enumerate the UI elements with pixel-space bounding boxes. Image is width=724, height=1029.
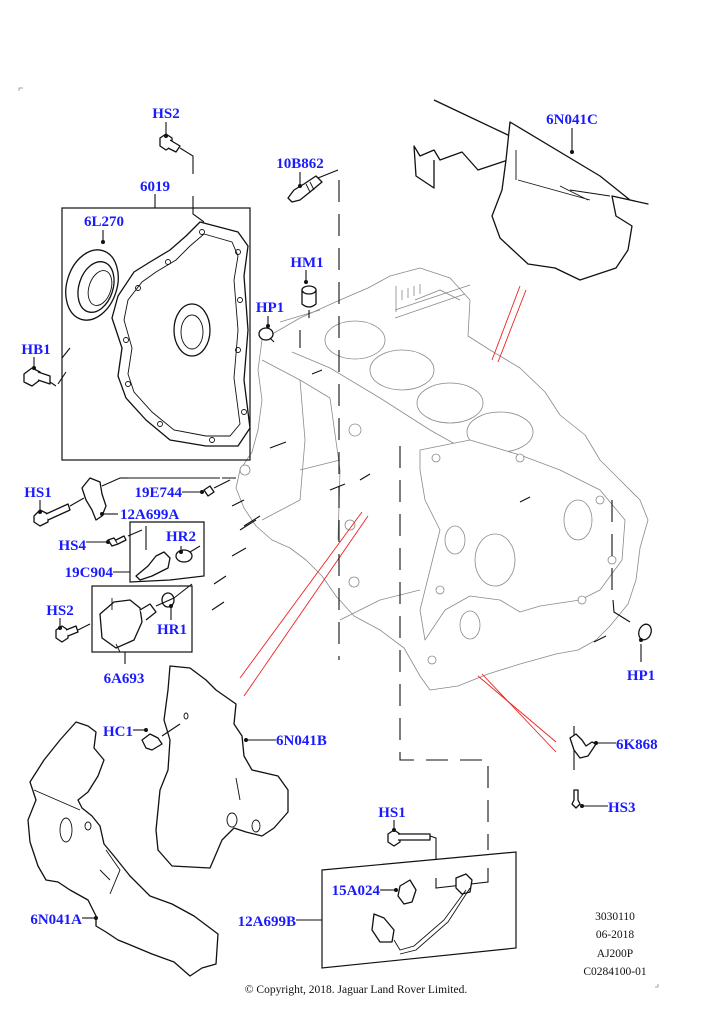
bolt-hs2-top[interactable]: [159, 133, 205, 223]
callout-19e744[interactable]: 19E744: [134, 485, 182, 501]
plug-hp1-right[interactable]: [637, 622, 654, 641]
callout-6019[interactable]: 6019: [140, 179, 170, 195]
callout-12a699b[interactable]: 12A699B: [238, 914, 296, 930]
callout-leaders: [32, 122, 643, 921]
crop-mark-bottom: [655, 984, 659, 988]
callout-hb1[interactable]: HB1: [21, 342, 50, 358]
crop-mark: [18, 87, 23, 91]
callout-hs2-top[interactable]: HS2: [152, 106, 180, 122]
sensor-19e744[interactable]: [203, 479, 231, 497]
copyright-notice: © Copyright, 2018. Jaguar Land Rover Lim…: [245, 984, 468, 996]
callout-hp1-top[interactable]: HP1: [256, 300, 284, 316]
harness-12a699b-group[interactable]: [321, 851, 517, 969]
bolt-hb1[interactable]: [23, 347, 71, 387]
callout-6k868[interactable]: 6K868: [616, 737, 658, 753]
timing-cover[interactable]: [111, 221, 251, 447]
callout-hm1[interactable]: HM1: [290, 255, 323, 271]
callout-hr1[interactable]: HR1: [157, 622, 187, 638]
timing-cover-6n041a[interactable]: [27, 721, 219, 977]
crankshaft-seal[interactable]: [57, 243, 127, 327]
callout-hs1-bottom[interactable]: HS1: [378, 805, 406, 821]
reference-line-1: 3030110: [595, 911, 635, 923]
callout-12a699a[interactable]: 12A699A: [120, 507, 179, 523]
heat-shield-6n041c[interactable]: [413, 99, 649, 281]
bolt-hs1-bottom[interactable]: [387, 829, 437, 860]
bracket-6k868[interactable]: [569, 726, 597, 770]
connector-hc1[interactable]: [141, 712, 189, 751]
reference-block: 3030110 06-2018 AJ200P C0284100-01: [583, 911, 647, 978]
bolt-hs1-left[interactable]: [33, 503, 71, 527]
highlight-leaders: [239, 285, 557, 753]
guide-ticks-left: [211, 499, 257, 611]
front-cover-group[interactable]: [23, 133, 251, 461]
hp1-right-leader-line: [612, 599, 631, 623]
callout-labels: HS2 6019 6L270 HB1 10B862 HM1 HP1 6N041C…: [21, 106, 657, 930]
bolt-hs3[interactable]: [571, 789, 581, 809]
timing-cover-6n041b[interactable]: [155, 665, 289, 869]
cylinder-block[interactable]: [235, 267, 649, 691]
callout-hp1-right[interactable]: HP1: [627, 668, 655, 684]
reference-line-4: C0284100-01: [583, 966, 647, 978]
callout-hs2-mid[interactable]: HS2: [46, 603, 74, 619]
dowel-hm1[interactable]: [299, 285, 317, 348]
bolt-hs2-mid[interactable]: [55, 623, 91, 643]
front-cover-group-box: [61, 207, 251, 461]
callout-15a024[interactable]: 15A024: [332, 883, 381, 899]
reference-line-2: 06-2018: [596, 929, 635, 941]
callout-19c904[interactable]: 19C904: [65, 565, 114, 581]
callout-hr2[interactable]: HR2: [166, 529, 196, 545]
reference-line-3: AJ200P: [597, 948, 633, 960]
solenoid-6a693-group[interactable]: [91, 583, 193, 664]
callout-6n041a[interactable]: 6N041A: [30, 912, 82, 928]
callout-6n041c[interactable]: 6N041C: [546, 112, 598, 128]
assembly-guide-line-b: [399, 446, 489, 850]
sensor-10b862[interactable]: [287, 169, 339, 203]
plug-hp1-top[interactable]: [258, 327, 275, 343]
bolt-hs4[interactable]: [107, 529, 143, 547]
callout-hs4[interactable]: HS4: [58, 538, 86, 554]
callout-6n041b[interactable]: 6N041B: [276, 733, 327, 749]
callout-6a693[interactable]: 6A693: [104, 671, 145, 687]
callout-hs3[interactable]: HS3: [608, 800, 636, 816]
callout-6l270[interactable]: 6L270: [84, 214, 124, 230]
callout-10b862[interactable]: 10B862: [276, 156, 324, 172]
callout-hc1[interactable]: HC1: [103, 724, 133, 740]
callout-hs1-left[interactable]: HS1: [24, 485, 52, 501]
